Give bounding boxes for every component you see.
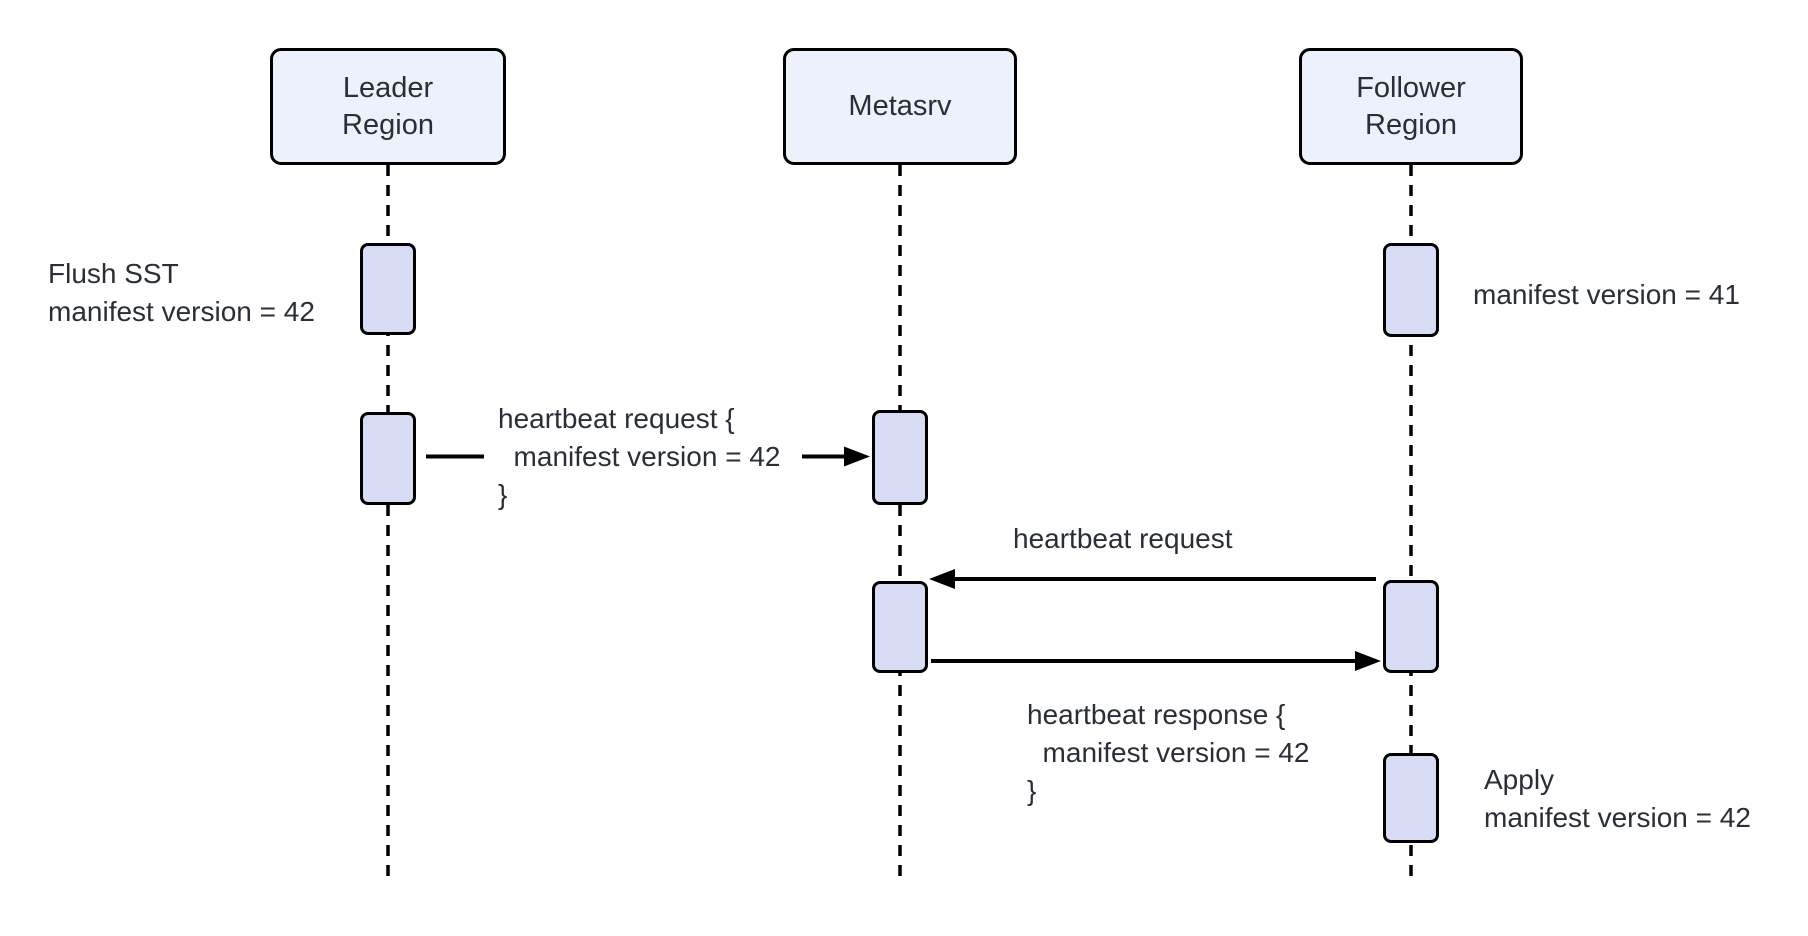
activation-follower-region (1383, 580, 1439, 673)
note-manifest-41-note: manifest version = 41 (1473, 279, 1740, 310)
note-apply-note: Apply manifest version = 42 (1484, 764, 1751, 833)
participant-follower-region: Follower Region (1299, 48, 1523, 165)
message-label-heartbeat-request-leader-to-metasrv: heartbeat request { manifest version = 4… (498, 403, 781, 510)
message-label-heartbeat-response-metasrv-to-follower: heartbeat response { manifest version = … (1027, 699, 1310, 806)
arrowhead-icon (844, 446, 870, 467)
activation-leader-region (360, 243, 416, 335)
activation-leader-region (360, 412, 416, 505)
activation-follower-region (1383, 243, 1439, 337)
note-flush-sst-note: Flush SST manifest version = 42 (48, 258, 315, 327)
participant-leader-region: Leader Region (270, 48, 506, 165)
message-label-heartbeat-request-follower-to-metasrv: heartbeat request (1013, 523, 1233, 554)
activation-follower-region (1383, 753, 1439, 843)
activation-metasrv (872, 581, 928, 673)
participant-metasrv: Metasrv (783, 48, 1017, 165)
activation-metasrv (872, 410, 928, 505)
arrowhead-icon (1355, 651, 1381, 671)
arrowhead-icon (929, 569, 955, 589)
